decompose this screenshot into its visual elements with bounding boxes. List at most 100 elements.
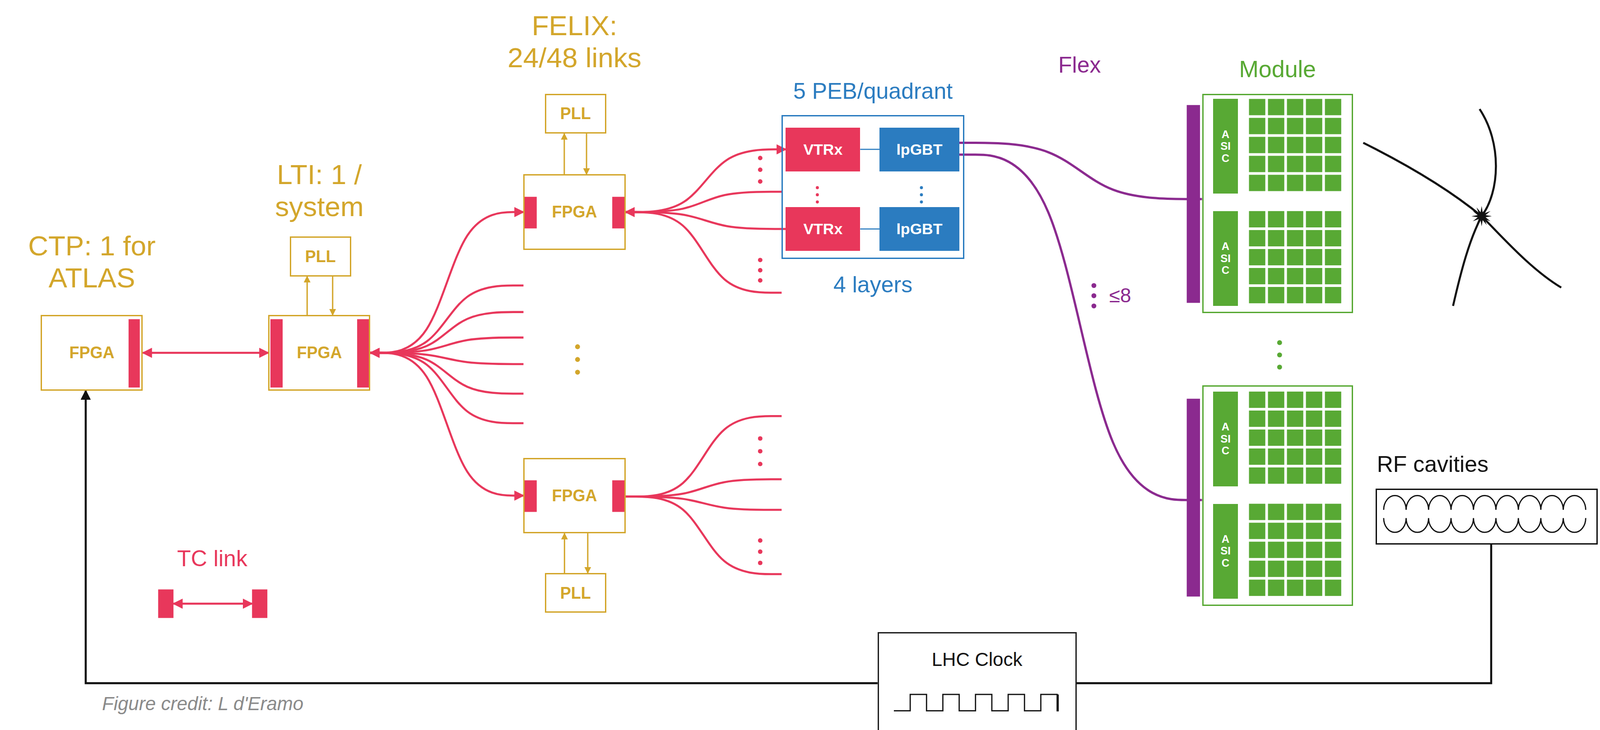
module-box: ASIC ASIC bbox=[1202, 385, 1354, 606]
box-label: PLL bbox=[560, 584, 591, 603]
pixel-cell bbox=[1306, 391, 1323, 409]
pll-box: PLL bbox=[544, 573, 607, 614]
pixel-cell bbox=[1325, 542, 1342, 559]
pixel-cell bbox=[1268, 542, 1285, 559]
transceiver-pad bbox=[523, 196, 537, 229]
ellipsis-dot bbox=[758, 538, 763, 544]
asic-chip: ASIC bbox=[1213, 98, 1238, 194]
box-label: LHC Clock bbox=[931, 649, 1023, 671]
fiber-line bbox=[370, 337, 524, 354]
fiber-line bbox=[370, 312, 524, 354]
pixel-cell bbox=[1268, 268, 1285, 285]
transceiver-pad bbox=[357, 319, 370, 388]
ellipsis-dot bbox=[758, 167, 763, 173]
connector bbox=[959, 143, 1203, 200]
connector bbox=[142, 352, 269, 355]
pixel-cell bbox=[1268, 448, 1285, 466]
pixel-cell bbox=[1287, 249, 1304, 266]
pixel-cell bbox=[1325, 174, 1342, 191]
box-label: FPGA bbox=[551, 202, 597, 222]
pixel-cell bbox=[1287, 174, 1304, 191]
transceiver-pad bbox=[523, 480, 537, 513]
pixel-cell bbox=[1248, 230, 1266, 247]
fiber-line bbox=[625, 212, 782, 294]
particle-track bbox=[1453, 109, 1497, 307]
clock-box: LHC Clock bbox=[877, 632, 1077, 730]
ellipsis-dot bbox=[758, 257, 763, 263]
connector bbox=[563, 533, 566, 574]
pixel-cell bbox=[1248, 429, 1266, 447]
pixel-cell bbox=[1287, 561, 1304, 578]
pixel-cell bbox=[1287, 542, 1304, 559]
pixel-cell bbox=[1306, 98, 1323, 116]
pixel-cell bbox=[1287, 410, 1304, 428]
vtrx-box: VTRx bbox=[785, 127, 861, 172]
rf-cavity-cells bbox=[1383, 518, 1587, 533]
transceiver-pad bbox=[251, 589, 268, 619]
flex-label: Flex bbox=[1058, 52, 1101, 79]
box-label: ASIC bbox=[1219, 421, 1231, 457]
pixel-cell bbox=[1306, 287, 1323, 304]
pixel-cell bbox=[1325, 268, 1342, 285]
fiber-line bbox=[370, 353, 524, 424]
pixel-cell bbox=[1287, 98, 1304, 116]
ellipsis-dot bbox=[1277, 364, 1283, 370]
pixel-cell bbox=[1306, 523, 1323, 540]
flex-connector bbox=[1186, 399, 1200, 597]
box-label: FPGA bbox=[296, 343, 342, 363]
pixel-cell bbox=[1325, 504, 1342, 521]
pixel-cell bbox=[1287, 467, 1304, 484]
ellipsis-dot bbox=[1277, 352, 1283, 358]
pixel-cell bbox=[1248, 211, 1266, 228]
connector bbox=[306, 276, 308, 316]
pixel-cell bbox=[1268, 211, 1285, 228]
pixel-cell bbox=[1248, 580, 1266, 597]
pixel-cell bbox=[1325, 561, 1342, 578]
connector bbox=[370, 212, 524, 354]
pixel-cell bbox=[1287, 287, 1304, 304]
flex-connector bbox=[1186, 105, 1200, 303]
pixel-cell bbox=[1306, 230, 1323, 247]
ellipsis-dot bbox=[758, 278, 763, 284]
connector bbox=[85, 390, 878, 684]
rf-cavity-cells bbox=[1383, 495, 1587, 511]
pixel-cell bbox=[1287, 523, 1304, 540]
ellipsis-dot bbox=[1091, 283, 1097, 289]
transceiver-pad bbox=[612, 480, 626, 513]
connector bbox=[586, 133, 588, 175]
fiber-line bbox=[625, 497, 782, 511]
ellipsis-dot bbox=[575, 357, 581, 363]
connector bbox=[586, 533, 589, 574]
pixel-cell bbox=[1248, 287, 1266, 304]
box-label: ASIC bbox=[1219, 240, 1231, 277]
pixel-cell bbox=[1248, 542, 1266, 559]
pixel-cell bbox=[1306, 268, 1323, 285]
pixel-cell bbox=[1268, 136, 1285, 154]
heading-label: CTP: 1 for ATLAS bbox=[13, 229, 170, 295]
pixel-cell bbox=[1248, 448, 1266, 466]
ellipsis-dot bbox=[575, 370, 581, 376]
connector bbox=[959, 154, 1203, 501]
pixel-cell bbox=[1325, 429, 1342, 447]
pixel-cell bbox=[1287, 429, 1304, 447]
pixel-cell bbox=[1268, 429, 1285, 447]
pixel-cell bbox=[1248, 268, 1266, 285]
module-box: ModuleASICASIC bbox=[1202, 93, 1354, 314]
lpgbt-box: lpGBT bbox=[879, 207, 959, 252]
pll-box: PLL bbox=[544, 93, 607, 134]
pixel-cell bbox=[1306, 410, 1323, 428]
fpga-box: CTP: 1 for ATLASFPGA bbox=[40, 315, 143, 391]
ellipsis-dot bbox=[758, 179, 763, 184]
pixel-cell bbox=[1306, 429, 1323, 447]
pixel-cell bbox=[1287, 136, 1304, 154]
asic-chip: ASIC bbox=[1213, 504, 1238, 600]
fpga-box: LTI: 1 / systemFPGA bbox=[268, 315, 371, 391]
ellipsis-dot bbox=[920, 193, 924, 197]
ellipsis-dot bbox=[1277, 340, 1283, 346]
pixel-cell bbox=[1287, 117, 1304, 135]
box-label: VTRx bbox=[803, 140, 843, 159]
transceiver-pad bbox=[612, 196, 626, 229]
ellipsis-dot bbox=[758, 449, 763, 454]
pll-box: PLL bbox=[289, 236, 352, 277]
pixel-cell bbox=[1268, 249, 1285, 266]
